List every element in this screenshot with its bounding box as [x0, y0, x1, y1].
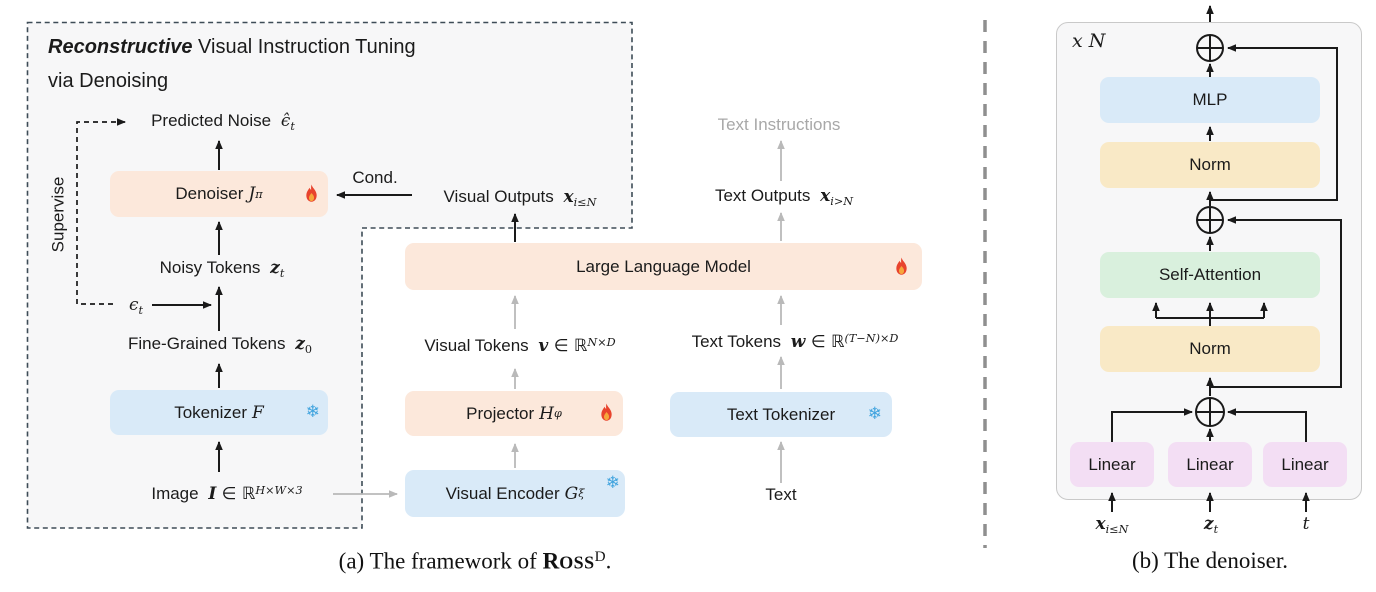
linear-left-box: Linear [1070, 442, 1154, 487]
snowflake-icon: ❄ [605, 473, 620, 493]
fine-grained-tokens-label: Fine-Grained Tokens z0 [127, 334, 313, 356]
mlp-box: MLP [1100, 77, 1320, 123]
denoiser-label: Denoiser [175, 184, 244, 203]
self-attention-box: Self-Attention [1100, 252, 1320, 298]
noisy-tokens-label: Noisy Tokens zt [159, 258, 285, 280]
text-tokenizer-box: Text Tokenizer ❄ [670, 392, 892, 437]
llm-label: Large Language Model [576, 256, 751, 276]
linear-left-label: Linear [1088, 454, 1136, 474]
linear-right-box: Linear [1263, 442, 1347, 487]
text-input-label: Text [765, 485, 797, 504]
tokenizer-box: Tokenizer F ❄ [110, 390, 328, 435]
visual-encoder-label: Visual Encoder [445, 483, 560, 503]
text-tokens-label: Text Tokens w ∈ ℝ(T−N)×D [691, 332, 899, 353]
text-tokenizer-label: Text Tokenizer [726, 404, 836, 424]
norm-top-box: Norm [1100, 142, 1320, 188]
cond-label: Cond. [352, 168, 398, 187]
input-x-label: xi≤N [1095, 514, 1129, 536]
text-instructions-label: Text Instructions [717, 115, 841, 134]
predicted-noise-label: Predicted Noise ϵ̂t [151, 111, 295, 133]
linear-mid-label: Linear [1186, 454, 1234, 474]
panel-a-title: Reconstructive Visual Instruction Tuning [48, 36, 416, 58]
visual-outputs-label: Visual Outputs xi≤N [443, 187, 597, 209]
projector-label: Projector [466, 403, 535, 423]
linear-right-label: Linear [1281, 454, 1329, 474]
tokenizer-label: Tokenizer [174, 402, 247, 422]
self-attention-label: Self-Attention [1158, 265, 1262, 284]
text-outputs-label: Text Outputs xi>N [714, 186, 854, 208]
image-label: Image I ∈ ℝH×W×3 [151, 484, 303, 505]
fire-icon [894, 257, 909, 276]
tokenizer-math: F [251, 402, 264, 423]
caption-a: (a) The framework of ROSSD. [338, 548, 612, 574]
norm-top-label: Norm [1189, 155, 1231, 174]
repeat-count-label: x N [1072, 30, 1106, 52]
mlp-label: MLP [1192, 90, 1228, 109]
input-z-label: zt [1203, 514, 1219, 536]
visual-tokens-label: Visual Tokens v ∈ ℝN×D [424, 336, 616, 357]
fire-icon [599, 403, 614, 422]
supervise-label: Supervise [48, 176, 68, 253]
norm-bottom-label: Norm [1189, 339, 1231, 358]
projector-math: H [539, 403, 554, 424]
norm-bottom-box: Norm [1100, 326, 1320, 372]
panel-a-title-line2: via Denoising [48, 70, 169, 92]
linear-mid-box: Linear [1168, 442, 1252, 487]
input-t-label: t [1302, 514, 1310, 534]
snowflake-icon: ❄ [867, 404, 882, 424]
epsilon-label: ϵt [128, 295, 144, 317]
llm-box: Large Language Model [405, 243, 922, 290]
snowflake-icon: ❄ [305, 402, 320, 422]
fire-icon [304, 184, 319, 203]
visual-encoder-math: G [564, 483, 579, 504]
caption-b: (b) The denoiser. [1131, 548, 1289, 573]
